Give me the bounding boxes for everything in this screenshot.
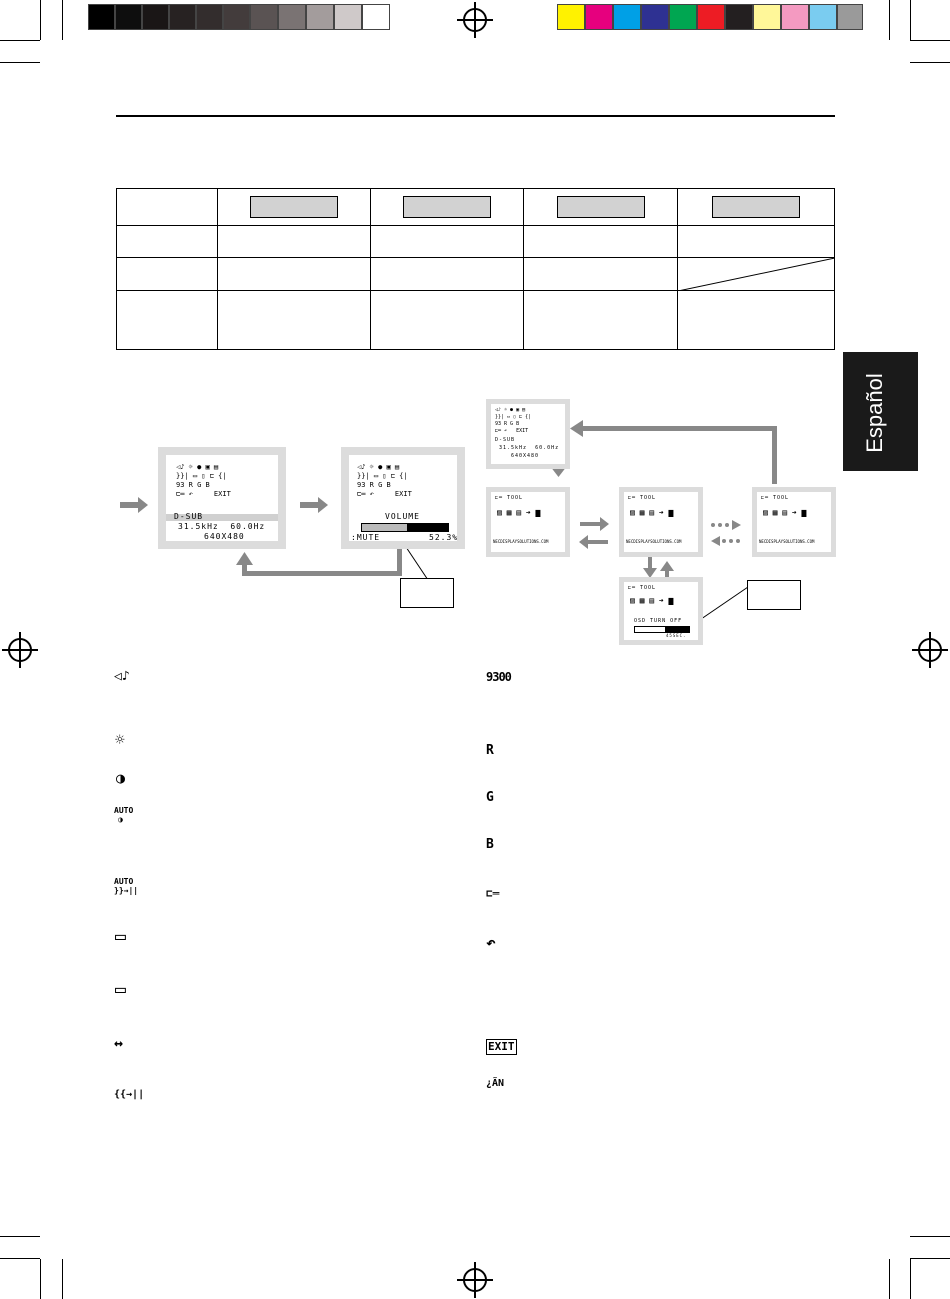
osd-resolution: 640X480 xyxy=(511,453,540,459)
crop-mark xyxy=(910,62,950,63)
spec-table xyxy=(116,188,836,350)
osd-icon-grid: ◁♪ ☼ ● ▣ ▤ }}| ▭ ▯ ⊏ {| 93 R G B ⊏═ ↶ EX… xyxy=(176,463,231,498)
callout-box xyxy=(400,578,454,608)
crop-mark xyxy=(910,40,950,41)
column-header xyxy=(250,196,339,218)
osd-resolution: 640X480 xyxy=(204,532,245,541)
volume-icon: ◁♪ xyxy=(114,669,130,684)
tool-url: NECDISPLAYSOLUTIONS.COM xyxy=(493,539,549,544)
column-header xyxy=(403,196,492,218)
volume-level-fill xyxy=(406,524,448,531)
brightness-icon: ☼ xyxy=(115,730,125,749)
tool-title: ⊏═ TOOL xyxy=(628,585,657,591)
column-header xyxy=(711,196,800,218)
crop-mark xyxy=(40,0,41,40)
osd-icon-grid: ◁♪ ☼ ● ▣ ▤ }}| ▭ ▯ ⊏ {| 93 R G B ⊏═ ↶ EX… xyxy=(495,407,532,434)
fine-icon: {{→|| xyxy=(114,1089,145,1100)
osd-turn-off-label: OSD TURN OFF xyxy=(634,618,683,624)
osd-icon-grid: ◁♪ ☼ ● ▣ ▤ }}| ▭ ▯ ⊏ {| 93 R G B ⊏═ ↶ EX… xyxy=(357,463,412,498)
tool-icons: ▨ ▦ ▤ ➔ ▆ xyxy=(763,508,807,517)
crop-mark xyxy=(889,0,890,40)
tool-menu-3: ⊏═ TOOL ▨ ▦ ▤ ➔ ▆ NECDISPLAYSOLUTIONS.CO… xyxy=(752,487,836,557)
auto-contrast-icon: AUTO◑ xyxy=(114,806,134,824)
crop-mark xyxy=(0,40,40,41)
header-rule xyxy=(116,115,835,117)
osd-mute-label: :MUTE xyxy=(351,533,381,542)
down-up-icon: ▭ xyxy=(115,979,126,1000)
osd-input-label: D-SUB xyxy=(495,437,516,443)
exit-icon: EXIT xyxy=(486,1039,517,1055)
language-icon: ¿ÃN xyxy=(486,1078,505,1089)
column-header xyxy=(556,196,645,218)
crop-mark xyxy=(910,1259,911,1299)
table-row xyxy=(116,290,836,350)
left-right-icon: ▭ xyxy=(115,926,126,947)
contrast-icon: ◑ xyxy=(116,769,126,787)
crop-mark xyxy=(62,0,63,40)
crop-mark xyxy=(0,62,40,63)
diagonal-line xyxy=(677,258,835,291)
tool-title: ⊏═ TOOL xyxy=(628,495,657,501)
na-cell xyxy=(676,257,836,291)
red-icon: R xyxy=(486,743,494,758)
tool-menu-osd-off: ⊏═ TOOL ▨ ▦ ▤ ➔ ▆ OSD TURN OFF 45SEC. xyxy=(619,577,703,645)
color-9300-icon: 9300 xyxy=(486,670,512,684)
green-icon: G xyxy=(486,790,494,805)
osd-volume-menu: ◁♪ ☼ ● ▣ ▤ }}| ▭ ▯ ⊏ {| 93 R G B ⊏═ ↶ EX… xyxy=(341,447,465,549)
tool-menu-1: ⊏═ TOOL ▨ ▦ ▤ ➔ ▆ NECDISPLAYSOLUTIONS.CO… xyxy=(486,487,570,557)
tool-icons: ▨ ▦ ▤ ➔ ▆ xyxy=(630,508,674,517)
tool-icons: ▨ ▦ ▤ ➔ ▆ xyxy=(497,508,541,517)
crop-mark xyxy=(910,1258,950,1259)
osd-input-label: D-SUB xyxy=(174,512,204,521)
table-row xyxy=(116,225,836,258)
tool-menu-2: ⊏═ TOOL ▨ ▦ ▤ ➔ ▆ NECDISPLAYSOLUTIONS.CO… xyxy=(619,487,703,557)
crop-mark xyxy=(40,1259,41,1299)
language-tab: Español xyxy=(843,352,918,471)
tool-icons: ▨ ▦ ▤ ➔ ▆ xyxy=(630,596,674,605)
crop-mark xyxy=(0,1236,40,1237)
tool-title: ⊏═ TOOL xyxy=(495,495,524,501)
crop-mark xyxy=(889,1259,890,1299)
callout-box xyxy=(747,580,801,610)
registration-mark xyxy=(2,632,38,668)
crop-mark xyxy=(62,1259,63,1299)
crop-mark xyxy=(0,1258,40,1259)
tool-title: ⊏═ TOOL xyxy=(761,495,790,501)
auto-adjust-icon: AUTO}}→|| xyxy=(114,877,139,895)
tool-url: NECDISPLAYSOLUTIONS.COM xyxy=(759,539,815,544)
table-row xyxy=(116,188,836,226)
menu-flow-arrows xyxy=(120,420,777,629)
registration-mark xyxy=(457,2,493,38)
osd-turn-off-seconds: 45SEC. xyxy=(666,633,687,638)
factory-preset-icon: ↶ xyxy=(486,933,496,952)
h-size-icon: ↔ xyxy=(114,1034,124,1052)
osd-main-menu: ◁♪ ☼ ● ▣ ▤ }}| ▭ ▯ ⊏ {| 93 R G B ⊏═ ↶ EX… xyxy=(158,447,286,549)
registration-mark xyxy=(912,632,948,668)
osd-turn-off-bar xyxy=(634,626,690,633)
registration-mark xyxy=(457,1262,493,1298)
osd-volume-title: VOLUME xyxy=(385,512,420,521)
tool-url: NECDISPLAYSOLUTIONS.COM xyxy=(626,539,682,544)
osd-main-menu-small: ◁♪ ☼ ● ▣ ▤ }}| ▭ ▯ ⊏ {| 93 R G B ⊏═ ↶ EX… xyxy=(486,399,570,469)
osd-frequency: 31.5kHz 60.0Hz xyxy=(499,445,560,451)
crop-mark xyxy=(910,0,911,40)
osd-volume-value: 52.3% xyxy=(429,533,459,542)
table-row xyxy=(116,257,836,291)
tool-icon: ⊏═ xyxy=(486,887,500,900)
crop-mark xyxy=(910,1236,950,1237)
osd-frequency: 31.5kHz 60.0Hz xyxy=(178,522,266,531)
blue-icon: B xyxy=(486,837,494,852)
volume-level-bar xyxy=(361,523,449,532)
